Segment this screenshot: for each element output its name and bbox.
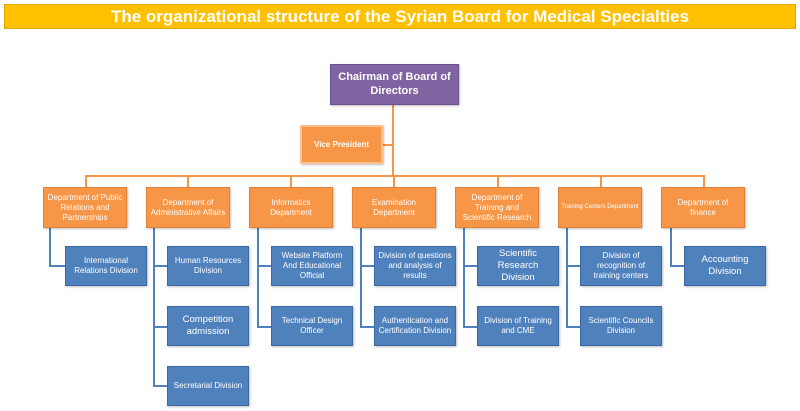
connector-dept-5 (497, 175, 499, 187)
division-label: Division of questions and analysis of re… (378, 251, 452, 280)
division-label: Authentication and Certification Divisio… (378, 316, 452, 335)
division-label: Scientific Research Division (497, 248, 539, 283)
division-human-resources: Human Resources Division (167, 246, 249, 286)
division-secretarial: Secretarial Division (167, 366, 249, 406)
department-training-research: Department of Training and Scientific Re… (455, 187, 539, 228)
vice-president-label: Vice President (314, 139, 369, 149)
department-finance: Department of finance (661, 187, 745, 228)
department-label: Department of Public Relations and Partn… (47, 192, 123, 222)
division-website-platform: Website Platform And Educational Officia… (271, 246, 353, 286)
chairman-label: Chairman of Board of Directors (338, 70, 451, 97)
division-label: Secretarial Division (173, 381, 243, 390)
division-competition-admission: Competition admission (167, 306, 249, 346)
connector-col2-branch-1 (153, 265, 167, 267)
division-label: International Relations Division (74, 256, 138, 275)
division-technical-design: Technical Design Officer (271, 306, 353, 346)
connector-col3-trunk (257, 228, 259, 327)
connector-col3-branch-1 (257, 265, 271, 267)
connector-col4-branch-2 (360, 326, 374, 328)
chairman-box: Chairman of Board of Directors (330, 64, 459, 105)
connector-col1-branch-1 (49, 265, 65, 267)
department-label: Informatics Department (270, 197, 312, 217)
division-label: Human Resources Division (174, 256, 242, 275)
connector-dept-4 (393, 175, 395, 187)
connector-dept-2 (187, 175, 189, 187)
division-label: Division of Training and CME (484, 316, 552, 335)
connector-chair-to-bus (392, 105, 394, 176)
division-scientific-research: Scientific Research Division (477, 246, 559, 286)
division-scientific-councils: Scientific Councils Division (580, 306, 662, 346)
connector-col6-branch-2 (566, 326, 580, 328)
connector-dept-3 (290, 175, 292, 187)
division-label: Accounting Division (701, 254, 749, 277)
connector-dept-7 (703, 175, 705, 187)
division-label: Competition admission (182, 314, 234, 337)
connector-col2-branch-3 (153, 385, 167, 387)
division-questions-analysis: Division of questions and analysis of re… (374, 246, 456, 286)
connector-dept-1 (85, 175, 87, 187)
connector-col1-trunk (49, 228, 51, 267)
connector-dept-6 (600, 175, 602, 187)
connector-col7-branch-1 (670, 265, 684, 267)
department-label: Department of finance (677, 197, 729, 217)
connector-col4-trunk (360, 228, 362, 327)
division-label: Division of recognition of training cent… (593, 251, 649, 280)
connector-col2-trunk (153, 228, 155, 386)
division-authentication-certification: Authentication and Certification Divisio… (374, 306, 456, 346)
department-informatics: Informatics Department (249, 187, 333, 228)
connector-col3-branch-2 (257, 326, 271, 328)
division-training-cme: Division of Training and CME (477, 306, 559, 346)
department-administrative-affairs: Department of Administrative Affairs (146, 187, 230, 228)
connector-col5-branch-2 (463, 326, 477, 328)
department-label: Examination Department (371, 197, 417, 217)
division-accounting: Accounting Division (684, 246, 766, 286)
connector-col5-trunk (463, 228, 465, 327)
connector-col4-branch-1 (360, 265, 374, 267)
connector-vp (383, 144, 393, 146)
department-label: Department of Administrative Affairs (150, 197, 226, 217)
connector-col6-branch-1 (566, 265, 580, 267)
department-training-centers: Training Centers Department (558, 187, 642, 228)
connector-col7-trunk (670, 228, 672, 267)
connector-col6-trunk (566, 228, 568, 327)
connector-col2-branch-2 (153, 326, 167, 328)
page-title: The organizational structure of the Syri… (4, 4, 796, 29)
department-public-relations: Department of Public Relations and Partn… (43, 187, 127, 228)
division-recognition-training-centers: Division of recognition of training cent… (580, 246, 662, 286)
department-examination: Examination Department (352, 187, 436, 228)
department-label: Training Centers Department (561, 203, 639, 210)
vice-president-box: Vice President (300, 125, 383, 164)
department-label: Department of Training and Scientific Re… (462, 192, 532, 222)
division-label: Website Platform And Educational Officia… (281, 251, 343, 280)
division-label: Technical Design Officer (281, 316, 343, 335)
division-international-relations: International Relations Division (65, 246, 147, 286)
connector-col5-branch-1 (463, 265, 477, 267)
division-label: Scientific Councils Division (588, 316, 654, 335)
connector-department-bus (85, 175, 705, 177)
